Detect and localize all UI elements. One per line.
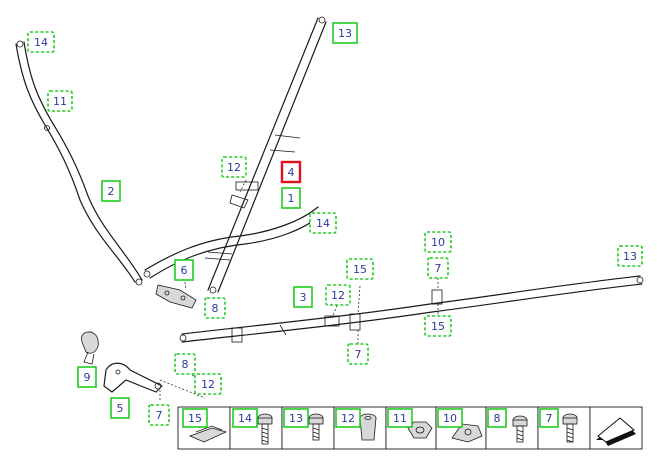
part-5-bracket bbox=[103, 362, 163, 393]
legend-callout-8[interactable]: 8 bbox=[487, 408, 507, 428]
svg-text:1: 1 bbox=[288, 192, 295, 205]
part-9-sensor bbox=[81, 331, 99, 365]
svg-text:11: 11 bbox=[393, 412, 407, 425]
callout-12-lower[interactable]: 12 bbox=[194, 373, 222, 395]
legend-callout-12[interactable]: 12 bbox=[335, 408, 361, 428]
legend-callout-14[interactable]: 14 bbox=[232, 408, 258, 428]
svg-text:8: 8 bbox=[494, 412, 501, 425]
callout-10-top[interactable]: 10 bbox=[424, 231, 452, 253]
callout-6[interactable]: 6 bbox=[174, 259, 194, 281]
callout-5[interactable]: 5 bbox=[110, 397, 130, 419]
callout-7-lower[interactable]: 7 bbox=[148, 404, 170, 426]
svg-text:4: 4 bbox=[288, 166, 295, 179]
svg-text:2: 2 bbox=[108, 185, 115, 198]
arrow-icon bbox=[596, 417, 636, 446]
part-1-strut bbox=[207, 16, 327, 294]
svg-text:14: 14 bbox=[316, 217, 330, 230]
bolt-icon bbox=[562, 413, 578, 443]
callout-9[interactable]: 9 bbox=[77, 366, 97, 388]
callout-12-upper[interactable]: 12 bbox=[221, 156, 247, 178]
callout-1[interactable]: 1 bbox=[281, 187, 301, 209]
svg-text:5: 5 bbox=[117, 402, 124, 415]
bolt-icon bbox=[308, 413, 324, 441]
callout-4-selected[interactable]: 4 bbox=[280, 160, 302, 184]
clip-nut-icon bbox=[451, 423, 483, 443]
svg-text:6: 6 bbox=[181, 264, 188, 277]
svg-text:12: 12 bbox=[227, 161, 241, 174]
svg-text:14: 14 bbox=[34, 36, 48, 49]
svg-text:13: 13 bbox=[623, 250, 637, 263]
callout-13-right[interactable]: 13 bbox=[617, 245, 643, 267]
svg-text:12: 12 bbox=[331, 289, 345, 302]
svg-text:7: 7 bbox=[355, 348, 362, 361]
svg-text:11: 11 bbox=[53, 95, 67, 108]
bolt-icon bbox=[257, 413, 273, 445]
part-3-strut bbox=[179, 275, 644, 343]
callout-3[interactable]: 3 bbox=[293, 286, 313, 308]
svg-text:13: 13 bbox=[338, 27, 352, 40]
svg-text:7: 7 bbox=[546, 412, 553, 425]
svg-text:7: 7 bbox=[156, 409, 163, 422]
legend-callout-15[interactable]: 15 bbox=[182, 408, 208, 428]
callout-8-lower[interactable]: 8 bbox=[174, 353, 196, 375]
svg-text:15: 15 bbox=[431, 320, 445, 333]
part-14-bracket bbox=[143, 206, 323, 279]
sleeve-icon bbox=[359, 413, 377, 441]
svg-text:10: 10 bbox=[431, 236, 445, 249]
part-2-strut bbox=[15, 40, 143, 286]
legend-callout-11[interactable]: 11 bbox=[387, 408, 413, 428]
clip-icon bbox=[188, 425, 228, 443]
svg-text:14: 14 bbox=[238, 412, 252, 425]
callout-8-upper[interactable]: 8 bbox=[204, 297, 226, 319]
svg-text:15: 15 bbox=[188, 412, 202, 425]
callout-14-top-left[interactable]: 14 bbox=[27, 31, 55, 53]
legend-callout-10[interactable]: 10 bbox=[437, 408, 463, 428]
svg-text:3: 3 bbox=[300, 291, 307, 304]
svg-text:10: 10 bbox=[443, 412, 457, 425]
callout-11-left[interactable]: 11 bbox=[47, 90, 73, 112]
callout-12-middle[interactable]: 12 bbox=[325, 284, 351, 306]
svg-text:7: 7 bbox=[435, 262, 442, 275]
bolt-icon bbox=[512, 415, 528, 443]
callout-14-middle[interactable]: 14 bbox=[309, 212, 337, 234]
callout-7-middle[interactable]: 7 bbox=[347, 343, 369, 365]
svg-text:9: 9 bbox=[84, 371, 91, 384]
callout-15-top[interactable]: 15 bbox=[346, 258, 374, 280]
part-6-bracket bbox=[155, 284, 197, 309]
callout-15-lower[interactable]: 15 bbox=[424, 315, 452, 337]
legend-callout-13[interactable]: 13 bbox=[283, 408, 309, 428]
svg-text:13: 13 bbox=[289, 412, 303, 425]
svg-text:8: 8 bbox=[212, 302, 219, 315]
svg-text:12: 12 bbox=[201, 378, 215, 391]
callout-7-top[interactable]: 7 bbox=[427, 257, 449, 279]
svg-text:8: 8 bbox=[182, 358, 189, 371]
nut-icon bbox=[407, 421, 433, 439]
callout-13-top[interactable]: 13 bbox=[332, 22, 358, 44]
svg-text:12: 12 bbox=[341, 412, 355, 425]
legend-callout-7[interactable]: 7 bbox=[539, 408, 559, 428]
svg-text:15: 15 bbox=[353, 263, 367, 276]
callout-2[interactable]: 2 bbox=[101, 180, 121, 202]
